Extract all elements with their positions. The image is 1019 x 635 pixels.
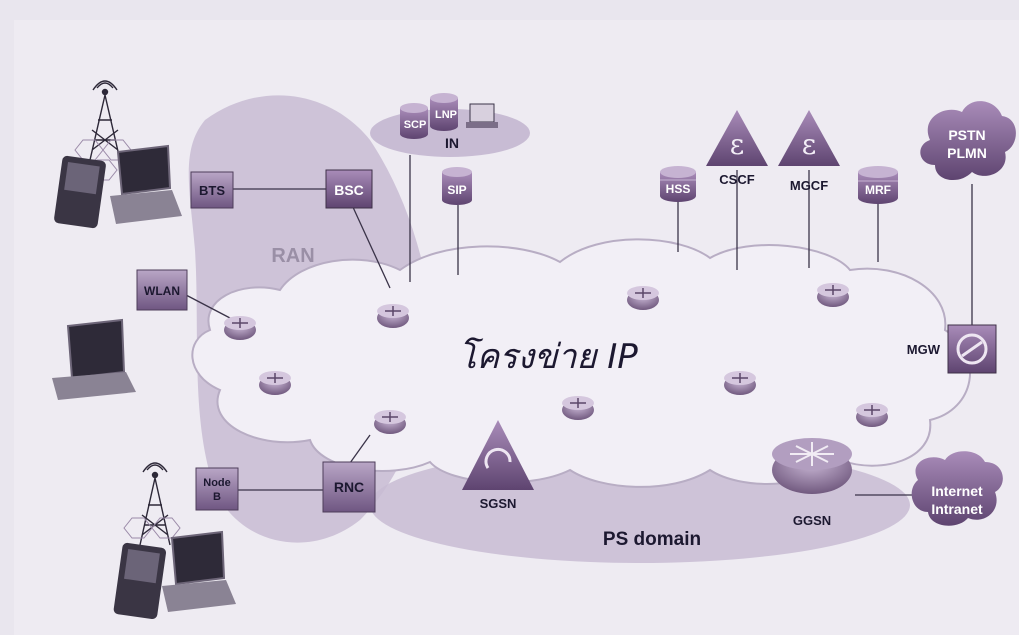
rnc-label: RNC	[334, 479, 364, 495]
sip-node: SIP	[442, 167, 472, 205]
database-icon	[430, 93, 458, 131]
wlan-node: WLAN	[136, 269, 188, 311]
triangle-switch-icon	[778, 110, 840, 166]
router-icon	[817, 283, 849, 307]
ggsn-label: GGSN	[793, 513, 831, 528]
router-icon	[856, 403, 888, 427]
lnp-label: LNP	[435, 109, 457, 121]
in-label: IN	[445, 135, 459, 151]
ps-domain-label: PS domain	[603, 529, 701, 550]
router-icon	[374, 410, 406, 434]
cloud-icon	[911, 451, 1003, 526]
bts-node: BTS	[190, 171, 234, 209]
cscf-node: ε CSCF	[706, 110, 768, 187]
node-b-node: Node B	[195, 467, 239, 511]
router-icon	[724, 371, 756, 395]
router-icon	[377, 304, 409, 328]
sgsn-node: SGSN	[462, 420, 534, 511]
rnc-node: RNC	[322, 461, 376, 513]
hss-node: HSS	[660, 166, 696, 202]
mrf-label: MRF	[865, 183, 891, 197]
bsc-label: BSC	[334, 182, 364, 198]
internet-label: Internet	[931, 483, 983, 499]
connection-lines	[185, 155, 973, 496]
database-icon	[400, 103, 428, 139]
mgcf-glyph: ε	[802, 128, 817, 161]
node-b-label-line1: Node	[203, 477, 231, 489]
mgw-node: MGW	[907, 324, 997, 374]
sip-label: SIP	[447, 183, 466, 197]
hex-cells	[123, 517, 181, 539]
triangle-switch-icon	[706, 110, 768, 166]
cloud-icon	[920, 101, 1016, 181]
terminal-icon	[466, 103, 498, 128]
cscf-glyph: ε	[730, 128, 745, 161]
intranet-label: Intranet	[931, 501, 983, 517]
bsc-node: BSC	[325, 169, 373, 209]
ran-label: RAN	[271, 245, 314, 267]
triangle-switch-icon	[462, 420, 534, 490]
mgcf-node: ε MGCF	[778, 110, 840, 193]
bts-label: BTS	[199, 183, 225, 198]
ip-network-label: โครงข่าย IP	[458, 337, 638, 377]
antenna-tower-icon	[89, 80, 121, 161]
handheld-device-icon	[113, 542, 167, 620]
wlan-label: WLAN	[144, 284, 180, 298]
laptop-icon	[110, 144, 182, 224]
laptop-icon	[52, 318, 136, 400]
cscf-label: CSCF	[719, 172, 754, 187]
mgw-label: MGW	[907, 342, 941, 357]
handheld-device-icon	[54, 155, 106, 229]
mrf-node: MRF	[858, 166, 898, 204]
internet-intranet-cloud: Internet Intranet	[911, 451, 1003, 526]
pstn-plmn-cloud: PSTN PLMN	[920, 101, 1016, 181]
hss-label: HSS	[666, 182, 691, 196]
ggsn-node: GGSN	[772, 438, 852, 528]
plmn-label: PLMN	[947, 145, 987, 161]
router-icon	[224, 316, 256, 340]
sgsn-label: SGSN	[480, 496, 517, 511]
router-icon	[562, 396, 594, 420]
node-b-label-line2: B	[213, 491, 221, 503]
laptop-icon	[162, 530, 236, 612]
pstn-label: PSTN	[948, 127, 985, 143]
router-icon	[259, 371, 291, 395]
mgcf-label: MGCF	[790, 178, 828, 193]
scp-label: SCP	[404, 119, 427, 131]
router-icon	[627, 286, 659, 310]
routers	[224, 283, 888, 434]
